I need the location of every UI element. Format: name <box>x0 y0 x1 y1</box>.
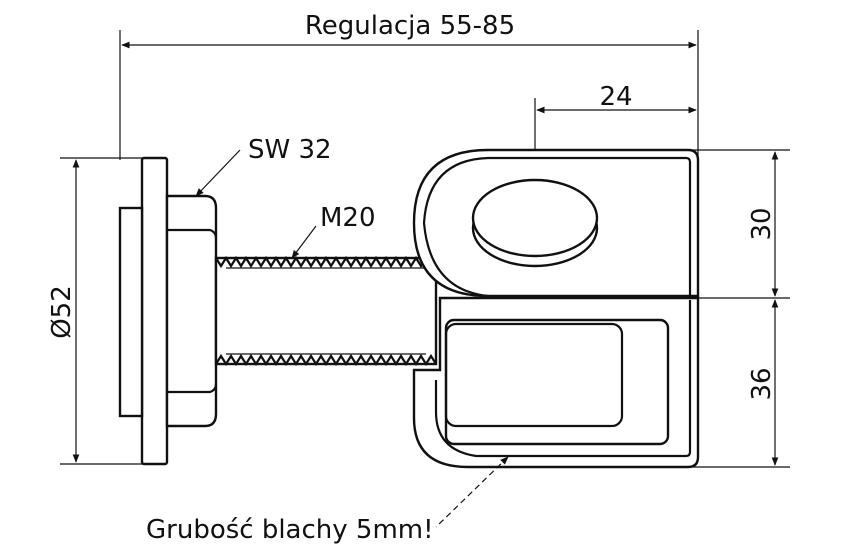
diameter-dimension: Ø52 <box>47 157 160 465</box>
base-washer <box>118 156 169 466</box>
thread-label: M20 <box>320 203 376 233</box>
sw-label-group: SW 32 <box>195 135 332 197</box>
diameter-label: Ø52 <box>47 285 77 339</box>
regulation-label: Regulacja 55-85 <box>305 11 515 41</box>
thread-top-profile <box>215 255 437 269</box>
thread-bottom-profile <box>215 353 437 367</box>
sheet-thickness-note: Grubość blachy 5mm! <box>146 515 434 545</box>
lower-height-label: 36 <box>747 367 777 400</box>
pin-width-label: 24 <box>599 82 632 112</box>
thread-label-group: M20 <box>291 203 376 259</box>
hinge-pin <box>471 178 599 268</box>
upper-height-label: 30 <box>747 207 777 240</box>
note-group: Grubość blachy 5mm! <box>146 456 509 545</box>
threaded-rod <box>214 255 438 367</box>
height-dimensions: 30 36 <box>690 149 790 468</box>
hex-nut <box>165 194 218 428</box>
regulation-dimension: Regulacja 55-85 <box>119 11 699 160</box>
wrench-size-label: SW 32 <box>248 135 332 165</box>
